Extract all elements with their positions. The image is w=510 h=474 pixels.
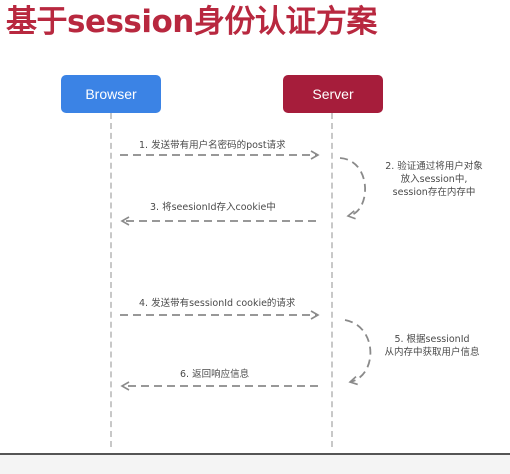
message-6-label: 6. 返回响应信息 <box>180 369 250 380</box>
arrow-2-self-session <box>339 157 366 220</box>
server-actor-box: Server <box>283 75 383 113</box>
message-5-line-2: 从内存中获取用户信息 <box>384 347 480 358</box>
page-title: 基于session身份认证方案 <box>6 4 377 40</box>
browser-lifeline <box>110 113 112 447</box>
browser-actor-box: Browser <box>61 75 161 113</box>
message-2-note: 2. 验证通过将用户对象 放入session中, session存在内存中 <box>374 160 494 199</box>
server-lifeline <box>331 113 333 447</box>
message-5-line-1: 5. 根据sessionId <box>394 334 470 345</box>
bottom-bar <box>0 453 510 474</box>
arrow-5-self-lookup <box>344 319 372 386</box>
message-4-label: 4. 发送带有sessionId cookie的请求 <box>139 298 296 309</box>
message-2-line-2: 放入session中, <box>400 174 468 185</box>
message-2-line-3: session存在内存中 <box>392 187 476 198</box>
message-2-line-1: 2. 验证通过将用户对象 <box>385 161 483 172</box>
message-5-note: 5. 根据sessionId 从内存中获取用户信息 <box>371 333 493 359</box>
message-1-label: 1. 发送带有用户名密码的post请求 <box>139 140 286 151</box>
message-3-label: 3. 将seesionId存入cookie中 <box>150 202 276 213</box>
